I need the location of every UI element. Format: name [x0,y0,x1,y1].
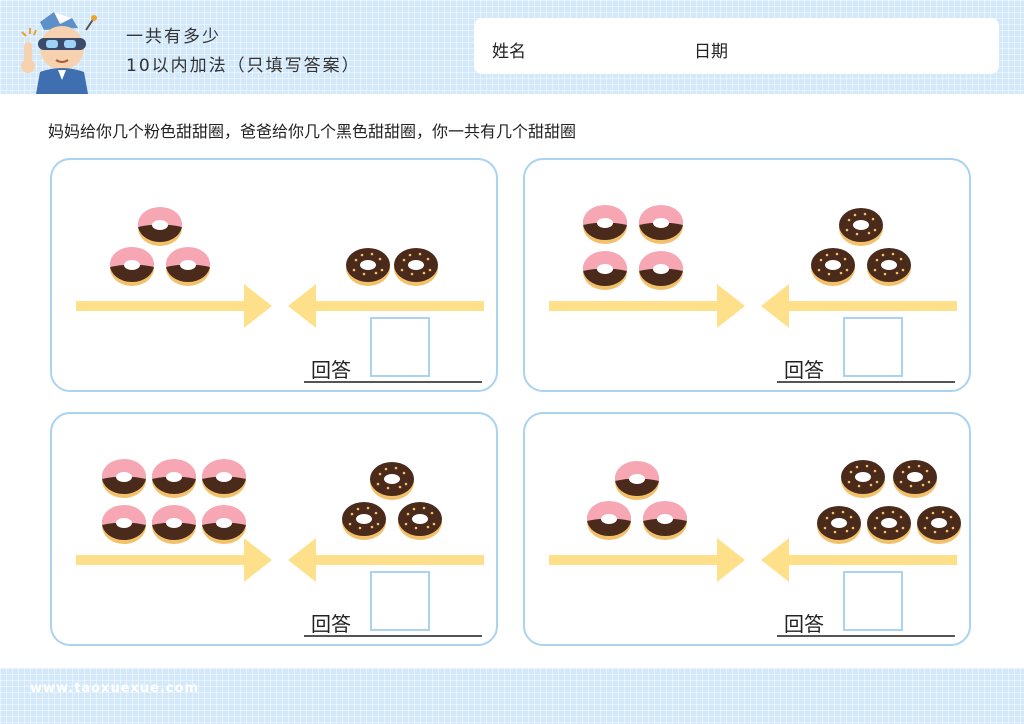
pink-donut-icon [152,459,196,498]
website-url: www.taoxuexue.com [30,681,200,696]
chocolate-donut-icon [398,502,442,540]
right-arrow-icon [549,538,745,582]
date-label: 日期 [694,42,728,62]
name-label: 姓名 [492,42,526,62]
right-arrow-icon [549,284,745,328]
chocolate-donut-icon [841,460,885,498]
chocolate-donut-icon [342,502,386,540]
answer-underline [304,635,482,637]
pink-donut-icon [102,459,146,498]
answer-underline [777,635,955,637]
pink-donut-icon [639,205,683,244]
left-arrow-icon [761,284,957,328]
donut-group [110,207,438,286]
header-bar: 一共有多少 10以内加法（只填写答案） 姓名 日期 [0,0,1024,94]
pink-donut-icon [583,251,627,290]
pink-donut-icon [202,505,246,544]
worksheet-title: 一共有多少 [126,27,221,47]
pink-donut-icon [102,505,146,544]
chocolate-donut-icon [867,248,911,286]
pink-donut-icon [615,461,659,500]
answer-label: 回答 [311,612,351,636]
right-arrow-icon [76,538,272,582]
problem-panel-2: 回答 [523,158,971,392]
answer-underline [304,381,482,383]
answer-box[interactable] [843,571,903,631]
pink-donut-icon [639,251,683,290]
answer-label: 回答 [784,358,824,382]
answer-underline [777,381,955,383]
answer-label: 回答 [784,612,824,636]
donut-group [587,460,961,544]
chocolate-donut-icon [346,248,390,286]
pink-donut-icon [152,505,196,544]
pink-donut-icon [110,247,154,286]
name-date-box: 姓名 日期 [474,18,999,74]
problem-panel-3: 回答 [50,412,498,646]
answer-box[interactable] [370,317,430,377]
chocolate-donut-icon [839,208,883,246]
chocolate-donut-icon [917,506,961,544]
pink-donut-icon [138,207,182,246]
problem-panel-1: 回答 [50,158,498,392]
chocolate-donut-icon [817,506,861,544]
chocolate-donut-icon [893,460,937,498]
instruction-text: 妈妈给你几个粉色甜甜圈，爸爸给你几个黑色甜甜圈，你一共有几个甜甜圈 [48,122,577,141]
answer-box[interactable] [843,317,903,377]
footer-bar [0,668,1024,724]
left-arrow-icon [761,538,957,582]
left-arrow-icon [288,284,484,328]
answer-label: 回答 [311,358,351,382]
pink-donut-icon [583,205,627,244]
donut-group [102,459,442,544]
pink-donut-icon [202,459,246,498]
pink-donut-icon [587,501,631,540]
chocolate-donut-icon [811,248,855,286]
pink-donut-icon [643,501,687,540]
donut-group [583,205,911,290]
chocolate-donut-icon [394,248,438,286]
pink-donut-icon [166,247,210,286]
right-arrow-icon [76,284,272,328]
mascot-icon [21,12,97,94]
chocolate-donut-icon [867,506,911,544]
chocolate-donut-icon [370,462,414,500]
answer-box[interactable] [370,571,430,631]
worksheet-subtitle: 10以内加法（只填写答案） [126,56,361,76]
left-arrow-icon [288,538,484,582]
problem-panel-4: 回答 [523,412,971,646]
